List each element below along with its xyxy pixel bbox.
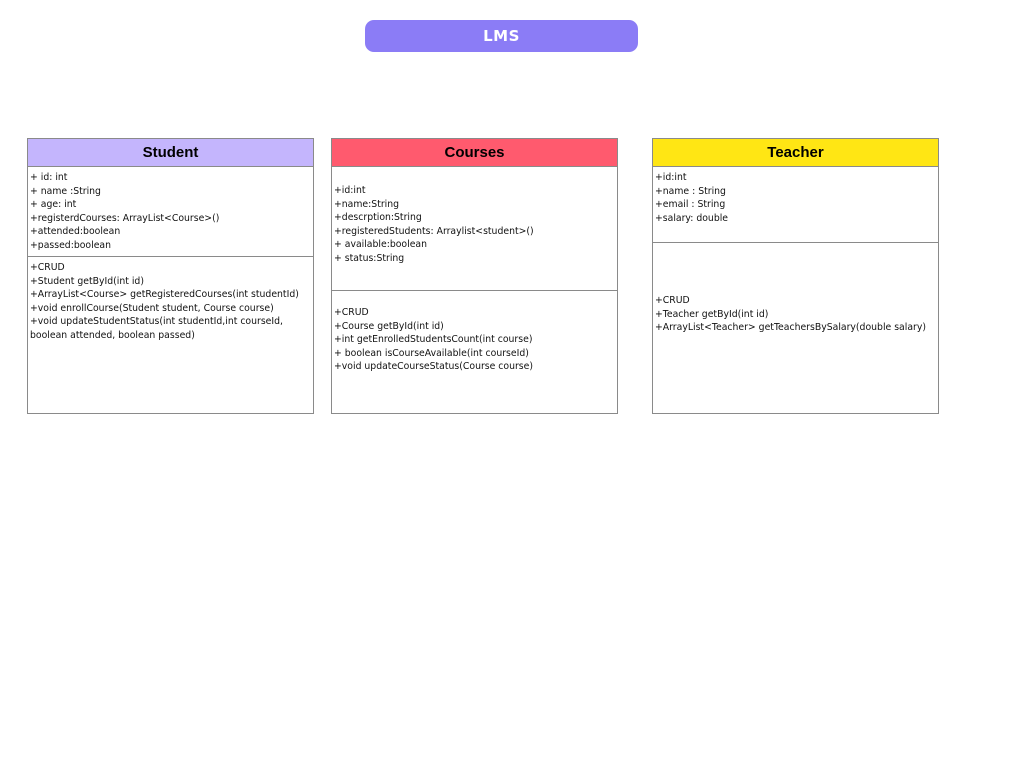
attribute-line: +salary: double	[655, 212, 729, 224]
class-box-courses: Courses +id:int +name:String +descrption…	[331, 138, 618, 414]
attribute-line: +email : String	[655, 199, 726, 210]
method-line: +void enrollCourse(Student student, Cour…	[30, 302, 274, 314]
method-line: + boolean isCourseAvailable(int courseId…	[334, 347, 529, 359]
attribute-line: +passed:boolean	[30, 239, 111, 251]
class-header-student: Student	[28, 139, 313, 167]
method-line: +void updateCourseStatus(Course course)	[334, 361, 534, 372]
attribute-line: +registeredStudents: Arraylist<student>(…	[334, 225, 534, 237]
method-line: +CRUD	[30, 262, 65, 273]
attribute-line: +id:int	[334, 185, 366, 196]
method-line: +int getEnrolledStudentsCount(int course…	[334, 334, 533, 345]
attribute-line: +attended:boolean	[30, 226, 121, 237]
attribute-line: + name :String	[30, 185, 101, 197]
method-line: +Teacher getById(int id)	[655, 308, 769, 320]
class-methods-student: +CRUD +Student getById(int id) +ArrayLis…	[28, 257, 313, 413]
attribute-line: +id:int	[655, 172, 687, 183]
attribute-line: + available:boolean	[334, 239, 428, 250]
class-header-teacher: Teacher	[653, 139, 938, 167]
method-line: +CRUD	[655, 295, 690, 306]
diagram-title-label: LMS	[483, 27, 520, 45]
method-line: +void updateStudentStatus(int studentId,…	[30, 316, 286, 341]
attribute-line: + id: int	[30, 172, 68, 183]
class-box-student: Student + id: int + name :String + age: …	[27, 138, 314, 414]
attribute-line: +registerdCourses: ArrayList<Course>()	[30, 212, 220, 224]
class-attributes-student: + id: int + name :String + age: int +reg…	[28, 167, 313, 257]
class-attributes-teacher: +id:int +name : String +email : String +…	[653, 167, 938, 243]
method-line: +Course getById(int id)	[334, 320, 444, 332]
method-line: +ArrayList<Course> getRegisteredCourses(…	[30, 289, 299, 300]
class-methods-courses: +CRUD +Course getById(int id) +int getEn…	[332, 291, 617, 413]
attribute-line: +name : String	[655, 185, 726, 197]
method-line: +CRUD	[334, 307, 369, 318]
attribute-line: + age: int	[30, 199, 77, 210]
class-box-teacher: Teacher +id:int +name : String +email : …	[652, 138, 939, 414]
class-header-courses: Courses	[332, 139, 617, 167]
attribute-line: + status:String	[334, 252, 405, 264]
attribute-line: +name:String	[334, 198, 400, 210]
method-line: +ArrayList<Teacher> getTeachersBySalary(…	[655, 322, 926, 333]
attribute-line: +descrption:String	[334, 212, 422, 223]
method-line: +Student getById(int id)	[30, 275, 144, 287]
class-attributes-courses: +id:int +name:String +descrption:String …	[332, 167, 617, 291]
diagram-title: LMS	[365, 20, 638, 52]
class-methods-teacher: +CRUD +Teacher getById(int id) +ArrayLis…	[653, 243, 938, 413]
